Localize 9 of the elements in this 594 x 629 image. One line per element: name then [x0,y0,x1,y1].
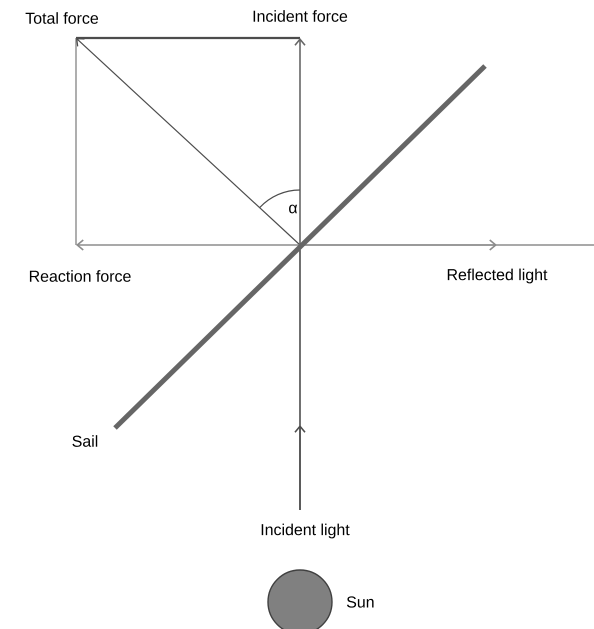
sun-label: Sun [346,596,374,608]
sail-label: Sail [72,435,98,447]
angle-label: α [289,204,298,214]
force-label: Total force [26,12,98,24]
sun-circle [267,569,333,629]
force-label: Incident force [254,10,348,22]
light-label: Incident light [262,524,350,538]
force-label: Reaction force [30,270,131,282]
light-label: Reflected light [448,268,548,284]
